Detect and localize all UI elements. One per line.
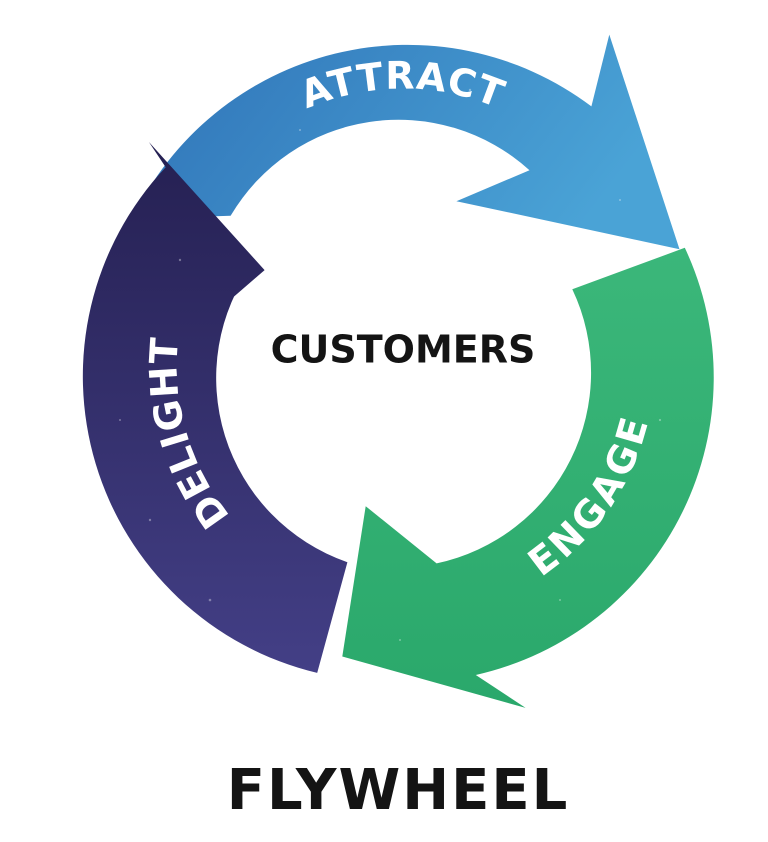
diagram-title: FLYWHEEL (227, 758, 570, 823)
engage-arrow (342, 247, 714, 708)
attract-arrow (132, 34, 680, 250)
delight-arrow (82, 142, 348, 673)
center-label: CUSTOMERS (271, 328, 536, 372)
star-speckles (119, 88, 662, 641)
